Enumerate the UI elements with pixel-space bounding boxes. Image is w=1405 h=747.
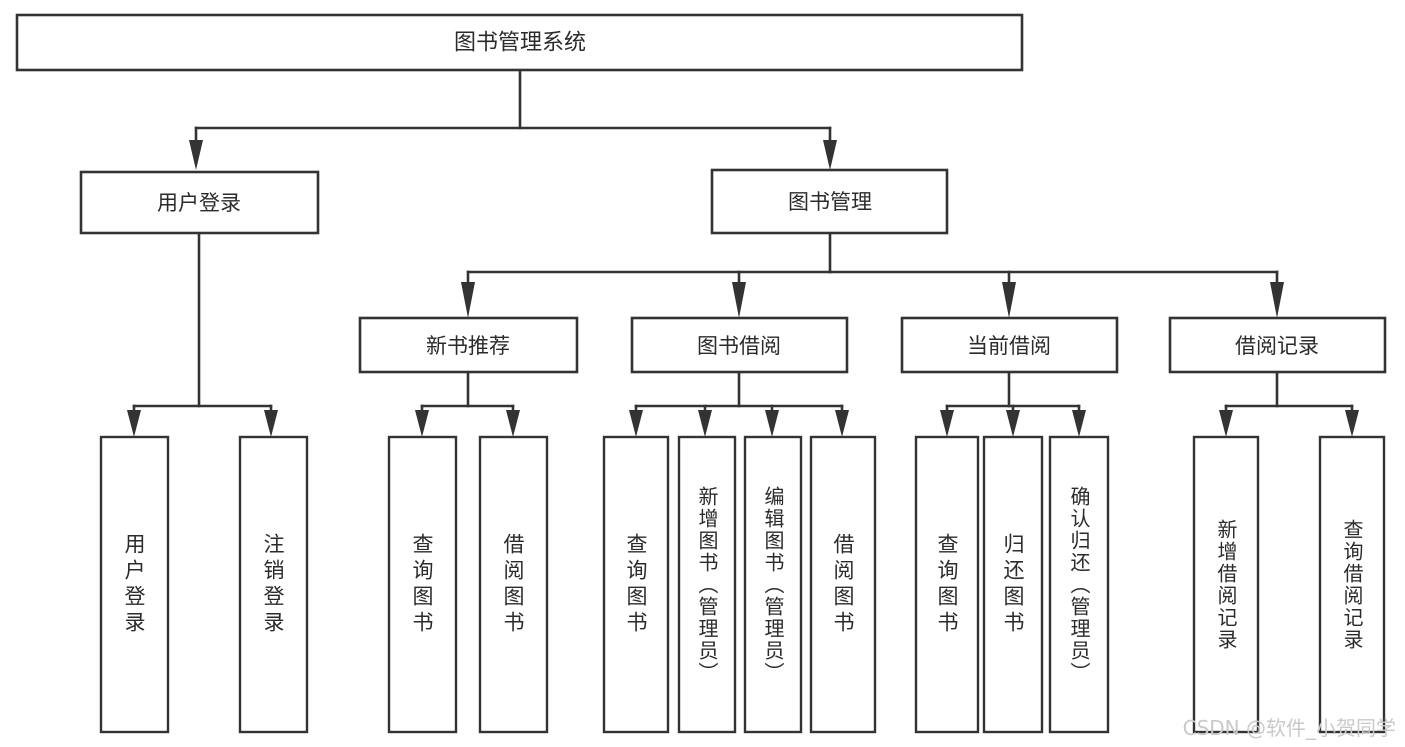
node-borrow-record[interactable]: 借阅记录 xyxy=(1168,316,1387,374)
leaf-add-book-box[interactable] xyxy=(677,435,737,734)
leaf-query-book-3[interactable]: 查询图书 xyxy=(914,435,980,734)
leaf-query-book-2[interactable]: 查询图书 xyxy=(602,435,670,734)
leaf-add-record[interactable]: 新增借阅记录 xyxy=(1192,435,1260,734)
leaf-query-book-3-box[interactable] xyxy=(914,435,980,734)
node-root[interactable]: 图书管理系统 xyxy=(15,13,1024,72)
leaf-query-book-2-label: 查询图书 xyxy=(624,533,648,637)
leaf-user-login[interactable]: 用户登录 xyxy=(99,435,170,734)
node-root-box[interactable] xyxy=(15,13,1024,72)
leaf-logout-login-label: 注销登录 xyxy=(261,533,285,637)
arrowhead-leaf-query-book-1 xyxy=(415,410,429,437)
leaf-borrow-book-2-label: 借阅图书 xyxy=(831,533,855,637)
leaf-edit-book[interactable]: 编辑图书（管理员） xyxy=(743,435,803,734)
leaf-confirm-return-box[interactable] xyxy=(1048,435,1110,734)
leaf-borrow-book-2[interactable]: 借阅图书 xyxy=(809,435,877,734)
arrowhead-leaf-return-book xyxy=(1006,410,1020,437)
leaf-logout-login-box[interactable] xyxy=(238,435,309,734)
arrowhead-leaf-borrow-book-1 xyxy=(506,410,520,437)
leaf-borrow-book-1[interactable]: 借阅图书 xyxy=(478,435,549,734)
leaf-edit-book-box[interactable] xyxy=(743,435,803,734)
node-root-label: 图书管理系统 xyxy=(454,31,586,56)
connector-layer xyxy=(127,68,1359,437)
leaf-query-record[interactable]: 查询借阅记录 xyxy=(1318,435,1386,734)
leaf-edit-book-label: 编辑图书（管理员） xyxy=(761,486,785,684)
arrowhead-leaf-query-record xyxy=(1345,410,1359,437)
arrowhead-book-manage xyxy=(823,140,837,170)
arrowhead-user-login xyxy=(189,140,203,170)
leaf-return-book-label: 归还图书 xyxy=(1001,533,1025,637)
leaf-query-book-1-label: 查询图书 xyxy=(410,533,434,637)
leaf-return-book-box[interactable] xyxy=(982,435,1044,734)
arrowhead-leaf-borrow-book-2 xyxy=(835,410,849,437)
leaf-query-book-1-box[interactable] xyxy=(387,435,458,734)
leaf-borrow-book-1-label: 借阅图书 xyxy=(501,533,525,637)
leaf-add-record-box[interactable] xyxy=(1192,435,1260,734)
leaf-query-record-box[interactable] xyxy=(1318,435,1386,734)
leaf-return-book[interactable]: 归还图书 xyxy=(982,435,1044,734)
arrowhead-leaf-add-record xyxy=(1219,410,1233,437)
node-book-borrow[interactable]: 图书借阅 xyxy=(630,316,849,374)
node-new-book-recommend-box[interactable] xyxy=(358,316,579,374)
node-book-manage-label: 图书管理 xyxy=(788,190,872,214)
leaf-borrow-book-1-box[interactable] xyxy=(478,435,549,734)
node-book-manage-box[interactable] xyxy=(710,168,949,235)
node-user-login-box[interactable] xyxy=(79,170,320,235)
node-user-login-label: 用户登录 xyxy=(157,191,241,215)
arrowhead-book-borrow xyxy=(732,282,746,318)
node-current-borrow-box[interactable] xyxy=(900,316,1119,374)
arrowhead-leaf-query-book-3 xyxy=(940,410,954,437)
arrowhead-new-book-recommend xyxy=(461,282,475,318)
leaf-logout-login[interactable]: 注销登录 xyxy=(238,435,309,734)
arrowhead-leaf-add-book xyxy=(698,410,712,437)
node-new-book-recommend-label: 新书推荐 xyxy=(426,334,510,358)
arrowhead-borrow-record xyxy=(1270,282,1284,318)
arrowhead-leaf-confirm-return xyxy=(1072,410,1086,437)
node-borrow-record-label: 借阅记录 xyxy=(1235,334,1319,358)
csdn-watermark: CSDN @软件_小贺同学 xyxy=(1183,716,1396,740)
leaf-confirm-return-label: 确认归还（管理员） xyxy=(1067,486,1091,684)
leaf-add-book-label: 新增图书（管理员） xyxy=(695,486,719,684)
node-current-borrow-label: 当前借阅 xyxy=(967,334,1051,358)
arrowhead-leaf-user-login xyxy=(127,410,141,437)
arrowhead-leaf-edit-book xyxy=(765,410,779,437)
node-current-borrow[interactable]: 当前借阅 xyxy=(900,316,1119,374)
leaf-add-book[interactable]: 新增图书（管理员） xyxy=(677,435,737,734)
leaf-query-book-1[interactable]: 查询图书 xyxy=(387,435,458,734)
leaf-borrow-book-2-box[interactable] xyxy=(809,435,877,734)
arrowhead-leaf-logout-login xyxy=(264,410,278,437)
leaf-query-book-2-box[interactable] xyxy=(602,435,670,734)
leaf-confirm-return[interactable]: 确认归还（管理员） xyxy=(1048,435,1110,734)
node-borrow-record-box[interactable] xyxy=(1168,316,1387,374)
node-book-borrow-label: 图书借阅 xyxy=(697,334,781,358)
node-book-manage[interactable]: 图书管理 xyxy=(710,168,949,235)
leaf-add-record-label: 新增借阅记录 xyxy=(1214,519,1238,651)
node-user-login[interactable]: 用户登录 xyxy=(79,170,320,235)
leaf-query-record-label: 查询借阅记录 xyxy=(1340,519,1364,651)
node-book-borrow-box[interactable] xyxy=(630,316,849,374)
arrowhead-current-borrow xyxy=(1002,282,1016,318)
node-new-book-recommend[interactable]: 新书推荐 xyxy=(358,316,579,374)
leaf-user-login-box[interactable] xyxy=(99,435,170,734)
leaf-query-book-3-label: 查询图书 xyxy=(935,533,959,637)
arrowhead-leaf-query-book-2 xyxy=(629,410,643,437)
leaf-user-login-label: 用户登录 xyxy=(122,533,146,637)
